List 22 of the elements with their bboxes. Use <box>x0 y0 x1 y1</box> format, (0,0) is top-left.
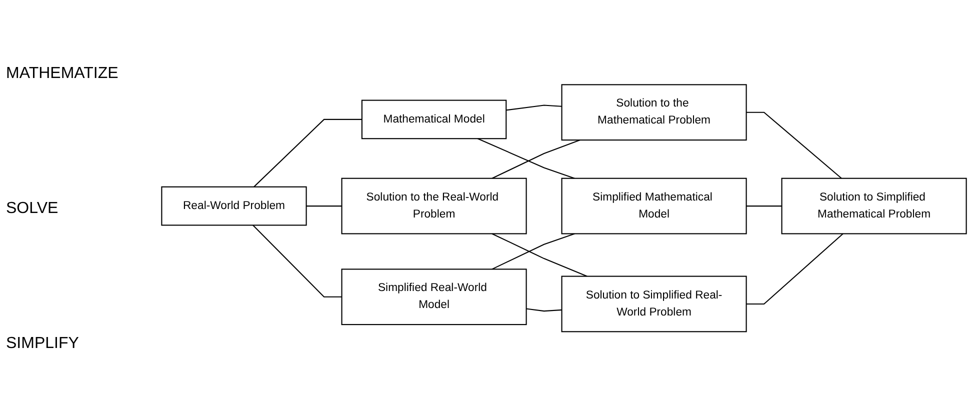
connector <box>252 225 342 298</box>
axis-label: SOLVE <box>6 200 60 218</box>
connector <box>746 206 782 207</box>
connector <box>492 234 588 278</box>
node-box: Solution to Simplified Mathematical Problem <box>781 178 967 235</box>
node-box: Real-World Problem <box>161 186 307 226</box>
axis-label: MATHEMATIZE <box>6 64 120 82</box>
connector <box>746 112 842 180</box>
node-box: Simplified Real-World Model <box>341 269 527 326</box>
connector <box>506 105 562 111</box>
node-box: Solution to Simplified Real-World Problem <box>561 276 747 333</box>
node-box: Solution to the Real-World Problem <box>341 178 527 235</box>
connector <box>306 206 342 207</box>
connector <box>746 234 844 305</box>
node-box: Mathematical Model <box>361 100 507 140</box>
connector <box>478 138 575 180</box>
connector <box>526 308 562 312</box>
node-box: Solution to the Mathematical Problem <box>561 84 747 141</box>
connector <box>492 140 580 180</box>
axis-label: SIMPLIFY <box>6 334 80 352</box>
node-box: Simplified Mathematical Model <box>561 178 747 235</box>
connector <box>254 119 362 188</box>
